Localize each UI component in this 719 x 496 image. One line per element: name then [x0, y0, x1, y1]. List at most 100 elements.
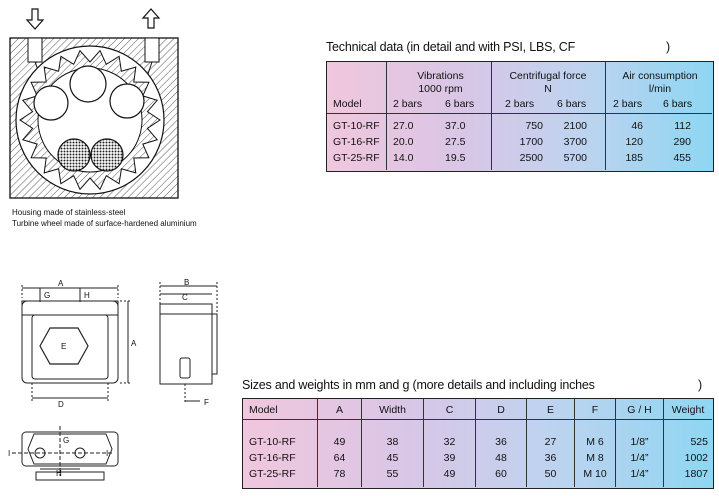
sizes-row-model: GT-25-RF [249, 468, 296, 480]
sizes-header: Weight [671, 404, 705, 416]
dim-label-G: G [44, 291, 50, 300]
sizes-cell: 1/4” [630, 468, 649, 480]
sizes-cell: 1002 [684, 452, 708, 464]
sizes-cell: 1/8” [630, 436, 649, 448]
sizes-cell: 36 [544, 452, 557, 464]
sizes-header: F [591, 404, 599, 416]
dim-label-A2: A [131, 339, 137, 348]
tech-cell: 185 [625, 152, 643, 164]
tech-sub-header: 2 bars [613, 98, 643, 110]
caption-wheel: Turbine wheel made of surface-hardened a… [12, 219, 197, 228]
dim-label-H: H [84, 291, 90, 300]
tech-row-model: GT-25-RF [333, 152, 380, 164]
turbine-cutaway-drawing [9, 8, 179, 199]
sizes-cell: 49 [443, 468, 456, 480]
sizes-row-model: GT-10-RF [249, 436, 296, 448]
sizes-cell: 50 [544, 468, 557, 480]
dim-label-G2: G [63, 436, 69, 445]
tech-cell: 14.0 [393, 152, 414, 164]
tech-row-model: GT-10-RF [333, 120, 380, 132]
tech-cell: 27.5 [445, 136, 466, 148]
tech-model-header: Model [333, 98, 362, 110]
tech-title: Technical data (in detail and with PSI, … [326, 40, 576, 54]
dim-label-F: F [204, 398, 209, 407]
tech-cell: 27.0 [393, 120, 414, 132]
tech-sub-header: 2 bars [505, 98, 535, 110]
tech-sub-header: 6 bars [445, 98, 475, 110]
tech-cell: 5700 [563, 152, 587, 164]
tech-cell: 455 [673, 152, 691, 164]
sizes-header: D [497, 404, 505, 416]
sizes-cell: 38 [386, 436, 399, 448]
sizes-cell: M 8 [586, 452, 604, 464]
ball [109, 83, 145, 119]
ball-dark [90, 138, 124, 172]
sizes-close-paren: ) [698, 378, 703, 392]
tech-sub-header: 2 bars [393, 98, 423, 110]
tech-cell: 37.0 [445, 120, 466, 132]
tech-sub-header: 6 bars [663, 98, 693, 110]
sizes-cell: 55 [386, 468, 399, 480]
sizes-cell: 36 [495, 436, 507, 448]
sizes-header: Model [249, 404, 278, 416]
sizes-cell: 525 [690, 436, 708, 448]
tech-sub-header: 6 bars [557, 98, 587, 110]
dim-label-A: A [58, 279, 64, 288]
tech-group-unit: 1000 rpm [418, 83, 463, 95]
tech-cell: 20.0 [393, 136, 414, 148]
sizes-cell: 27 [544, 436, 557, 448]
tech-group-air: Air consumption [622, 70, 698, 82]
sizes-cell: 32 [443, 436, 456, 448]
tech-cell: 2100 [563, 120, 587, 132]
caption-housing: Housing made of stainless-steel [12, 208, 126, 217]
sizes-header: E [546, 404, 554, 416]
sizes-cell: 1/4” [630, 452, 649, 464]
sizes-header: Width [379, 404, 406, 416]
inlet-arrow-icon [25, 8, 45, 30]
tech-table: Vibrations 1000 rpm Centrifugal force N … [326, 61, 714, 172]
tech-row-model: GT-16-RF [333, 136, 380, 148]
sizes-cell: 78 [333, 468, 346, 480]
dim-label-E: E [61, 342, 66, 351]
sizes-cell: M 6 [586, 436, 604, 448]
sizes-cell: 48 [495, 452, 507, 464]
tech-cell: 46 [631, 120, 643, 132]
dim-label-B: B [184, 278, 189, 287]
dim-label-D: D [58, 400, 64, 409]
sizes-cell: 60 [495, 468, 507, 480]
sizes-header: C [445, 404, 454, 416]
tech-cell: 750 [525, 120, 543, 132]
sizes-cell: 45 [386, 452, 399, 464]
sizes-cell: M 10 [583, 468, 607, 480]
dim-label-I: I [8, 449, 10, 458]
sizes-title: Sizes and weights in mm and g (more deta… [242, 378, 595, 392]
tech-cell: 120 [625, 136, 643, 148]
sizes-cell: 1807 [684, 468, 708, 480]
sizes-cell: 64 [333, 452, 346, 464]
tech-cell: 1700 [519, 136, 543, 148]
sizes-table: Model A Width C D E F G / H Weight GT-10… [242, 398, 714, 489]
dimension-drawings: A G H A D E B C F I I G H [8, 278, 218, 481]
tech-cell: 19.5 [445, 152, 466, 164]
tech-close-paren: ) [666, 40, 671, 54]
dim-label-C: C [182, 293, 188, 302]
tech-group-centrifugal: Centrifugal force [509, 70, 587, 82]
tech-cell: 112 [674, 120, 691, 132]
outlet-arrow-icon [141, 8, 161, 29]
dim-label-H2: H [56, 469, 62, 478]
ball [69, 65, 107, 103]
tech-cell: 290 [673, 136, 691, 148]
tech-cell: 2500 [519, 152, 543, 164]
sizes-row-model: GT-16-RF [249, 452, 296, 464]
sizes-header: G / H [627, 404, 652, 416]
tech-cell: 3700 [563, 136, 587, 148]
ball [33, 85, 69, 121]
tech-group-vibrations: Vibrations [417, 70, 464, 82]
sizes-cell: 39 [443, 452, 456, 464]
ball-dark [57, 138, 91, 172]
sizes-header: A [335, 404, 343, 416]
sizes-cell: 49 [333, 436, 346, 448]
tech-group-unit: l/min [648, 83, 672, 95]
tech-group-unit: N [544, 83, 552, 95]
dim-label-I2: I [106, 449, 108, 458]
